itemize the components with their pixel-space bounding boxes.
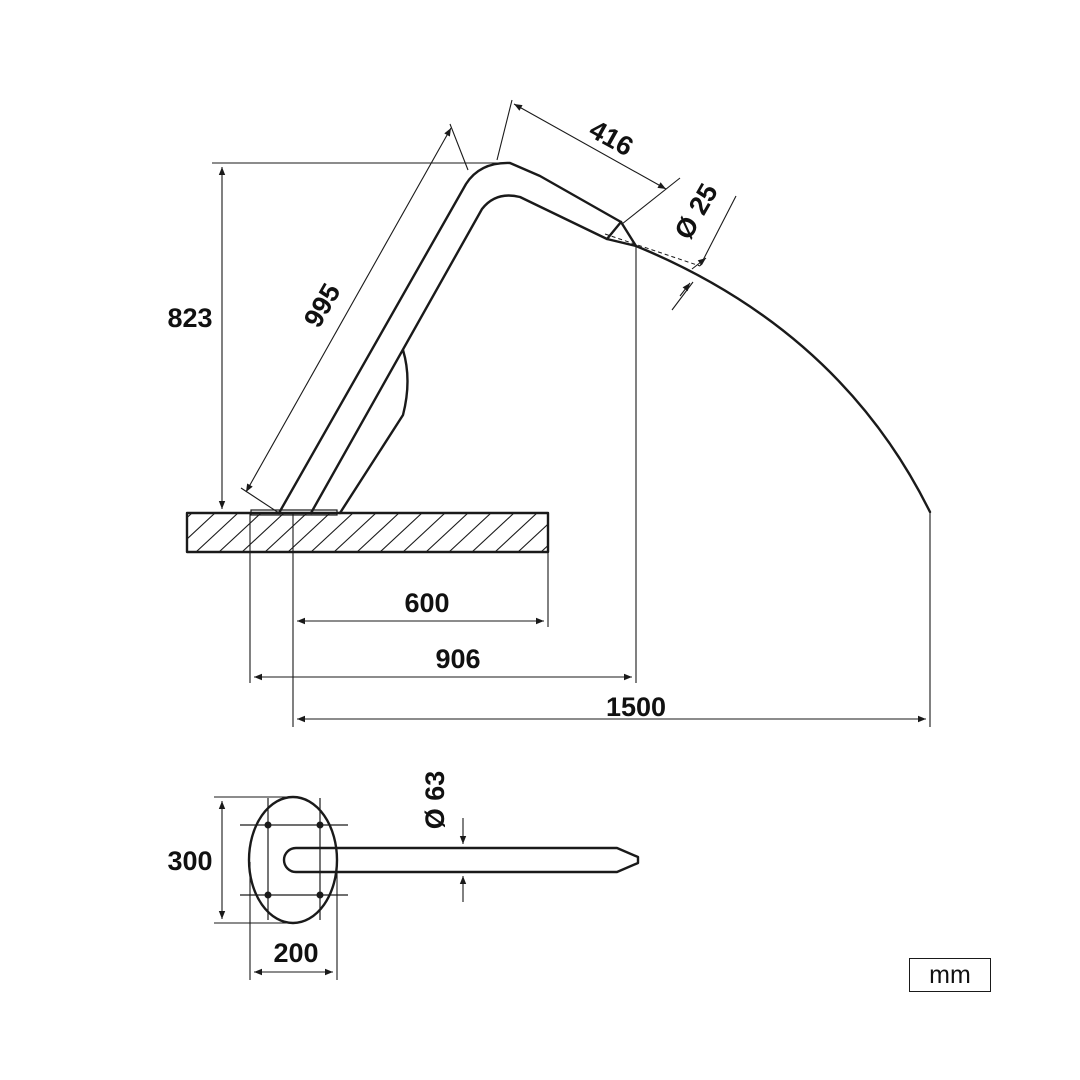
plate-length-label: 300: [167, 846, 212, 876]
water-jet-arc: [634, 244, 932, 514]
base-to-nozzle-label: 906: [435, 644, 480, 674]
hatch-line: [241, 513, 285, 552]
hatch-line: [402, 513, 446, 552]
hatch-line: [187, 513, 193, 519]
base-to-end-label: 600: [404, 588, 449, 618]
pipe-top: [282, 846, 640, 874]
plate-width-label: 200: [273, 938, 318, 968]
hatch-line: [425, 513, 469, 552]
total-reach-label: 1500: [606, 692, 666, 722]
hatch-line: [310, 513, 354, 552]
hatch-line: [333, 513, 377, 552]
pipe-diameter-label: Ø 63: [420, 771, 450, 830]
hatch-line: [471, 513, 515, 552]
dimension-lines: [218, 103, 926, 723]
nozzle-length-label: 416: [584, 114, 638, 162]
hatch-line: [587, 513, 629, 552]
hatch-line: [356, 513, 400, 552]
hatch-line: [564, 513, 606, 552]
hatch-line: [448, 513, 492, 552]
hatch-line: [264, 513, 308, 552]
hatch-line: [287, 513, 331, 552]
floor-slab: [185, 511, 629, 554]
height-label: 823: [167, 303, 212, 333]
pipe-length-label: 995: [298, 278, 347, 332]
base-plate: [247, 795, 339, 925]
pipe-body: [250, 161, 638, 516]
unit-label: mm: [909, 958, 991, 992]
top-view-dimensions: [214, 796, 467, 980]
bolt-holes: [240, 798, 348, 920]
hatch-line: [517, 523, 548, 552]
hatch-line: [187, 513, 216, 540]
side-view: 823 995 416 Ø 25 600 906 1500: [167, 99, 932, 727]
hatch-line: [195, 513, 239, 552]
hatch-line: [218, 513, 262, 552]
extension-lines: [212, 99, 931, 727]
top-view: 300 200 Ø 63: [167, 771, 640, 980]
hatch-line: [379, 513, 423, 552]
hatch-line: [494, 513, 538, 552]
nozzle-diameter-label: Ø 25: [669, 179, 724, 245]
